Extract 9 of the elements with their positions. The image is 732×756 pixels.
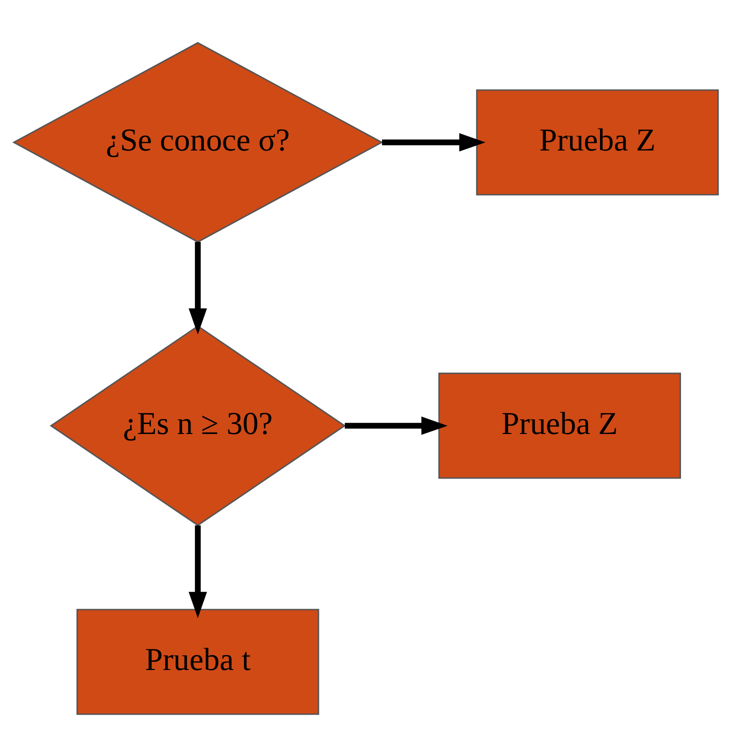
arrow bbox=[382, 132, 486, 152]
node-diamond: ¿Es n ≥ 30? bbox=[50, 324, 346, 526]
node-diamond: ¿Se conoce σ? bbox=[12, 41, 384, 242]
arrow bbox=[344, 416, 448, 434]
node-box: Prueba Z bbox=[476, 88, 719, 195]
node-box: Prueba t bbox=[76, 608, 320, 714]
node-box: Prueba Z bbox=[438, 372, 681, 478]
arrow bbox=[188, 524, 207, 618]
arrow bbox=[188, 241, 207, 334]
